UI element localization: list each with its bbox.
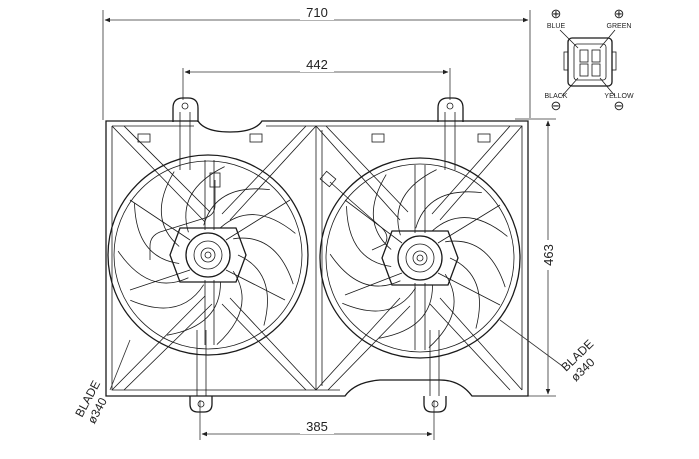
top-mount-tab-right xyxy=(437,97,464,170)
dim-463-label: 463 xyxy=(541,244,556,266)
dimension-overall-width: 710 xyxy=(102,5,531,120)
fan-blade xyxy=(134,203,180,264)
fan-blade xyxy=(161,171,180,247)
wire-green-label: GREEN xyxy=(607,23,632,30)
plus-symbol-blue: ⊕ xyxy=(551,6,562,21)
fan-blade xyxy=(329,253,401,287)
right-fan-blades xyxy=(329,169,508,348)
bottom-mount-tab-left xyxy=(189,330,213,413)
dimension-bottom-mount-spacing: 385 xyxy=(199,400,435,440)
fan-blade xyxy=(237,254,268,326)
wire-blue-label: BLUE xyxy=(547,23,566,30)
bottom-mount-tab-right xyxy=(423,330,447,413)
wire-yellow-label: YELLOW xyxy=(604,93,634,100)
left-fan-blades xyxy=(117,166,296,345)
left-fan xyxy=(107,154,309,356)
fan-blade xyxy=(233,237,294,285)
fan-blade xyxy=(130,284,205,309)
right-motor-housing xyxy=(381,230,459,286)
top-mount-tab-left xyxy=(172,97,199,170)
blade-callout-left: BLADE ø340 xyxy=(72,339,131,426)
dimension-top-mount-spacing: 442 xyxy=(182,57,451,100)
fan-blade xyxy=(397,169,437,236)
plus-symbol-green: ⊕ xyxy=(614,6,625,21)
dim-710-label: 710 xyxy=(306,5,328,20)
right-fan xyxy=(319,157,521,359)
fan-blade xyxy=(432,217,508,237)
fan-blade xyxy=(415,191,482,229)
fan-blade xyxy=(117,250,189,284)
dim-385-label: 385 xyxy=(306,419,328,434)
minus-symbol-black: ⊖ xyxy=(551,98,562,113)
fan-blade xyxy=(342,287,417,312)
right-fan-ring xyxy=(319,157,521,359)
left-motor-housing xyxy=(169,227,247,283)
fan-blade xyxy=(379,285,433,339)
minus-symbol-yellow: ⊖ xyxy=(614,98,625,113)
fan-blade xyxy=(167,282,221,336)
fan-shroud xyxy=(105,120,529,397)
dim-442-label: 442 xyxy=(306,57,328,72)
blade-callout-right: BLADE ø340 xyxy=(499,319,598,384)
fan-blade xyxy=(220,214,296,234)
wire-black-label: BLACK xyxy=(545,93,568,100)
fan-blade xyxy=(449,257,480,329)
dimension-overall-height: 463 xyxy=(515,118,556,397)
fan-blade xyxy=(346,206,392,267)
left-fan-connector xyxy=(209,172,221,188)
connector-pinout: ⊕ ⊕ BLUE GREEN BLACK YELLOW ⊖ ⊖ xyxy=(545,6,634,113)
fan-blade xyxy=(373,174,392,250)
right-fan-connector xyxy=(319,170,337,188)
left-fan-ring xyxy=(107,154,309,356)
fan-blade xyxy=(445,240,506,288)
